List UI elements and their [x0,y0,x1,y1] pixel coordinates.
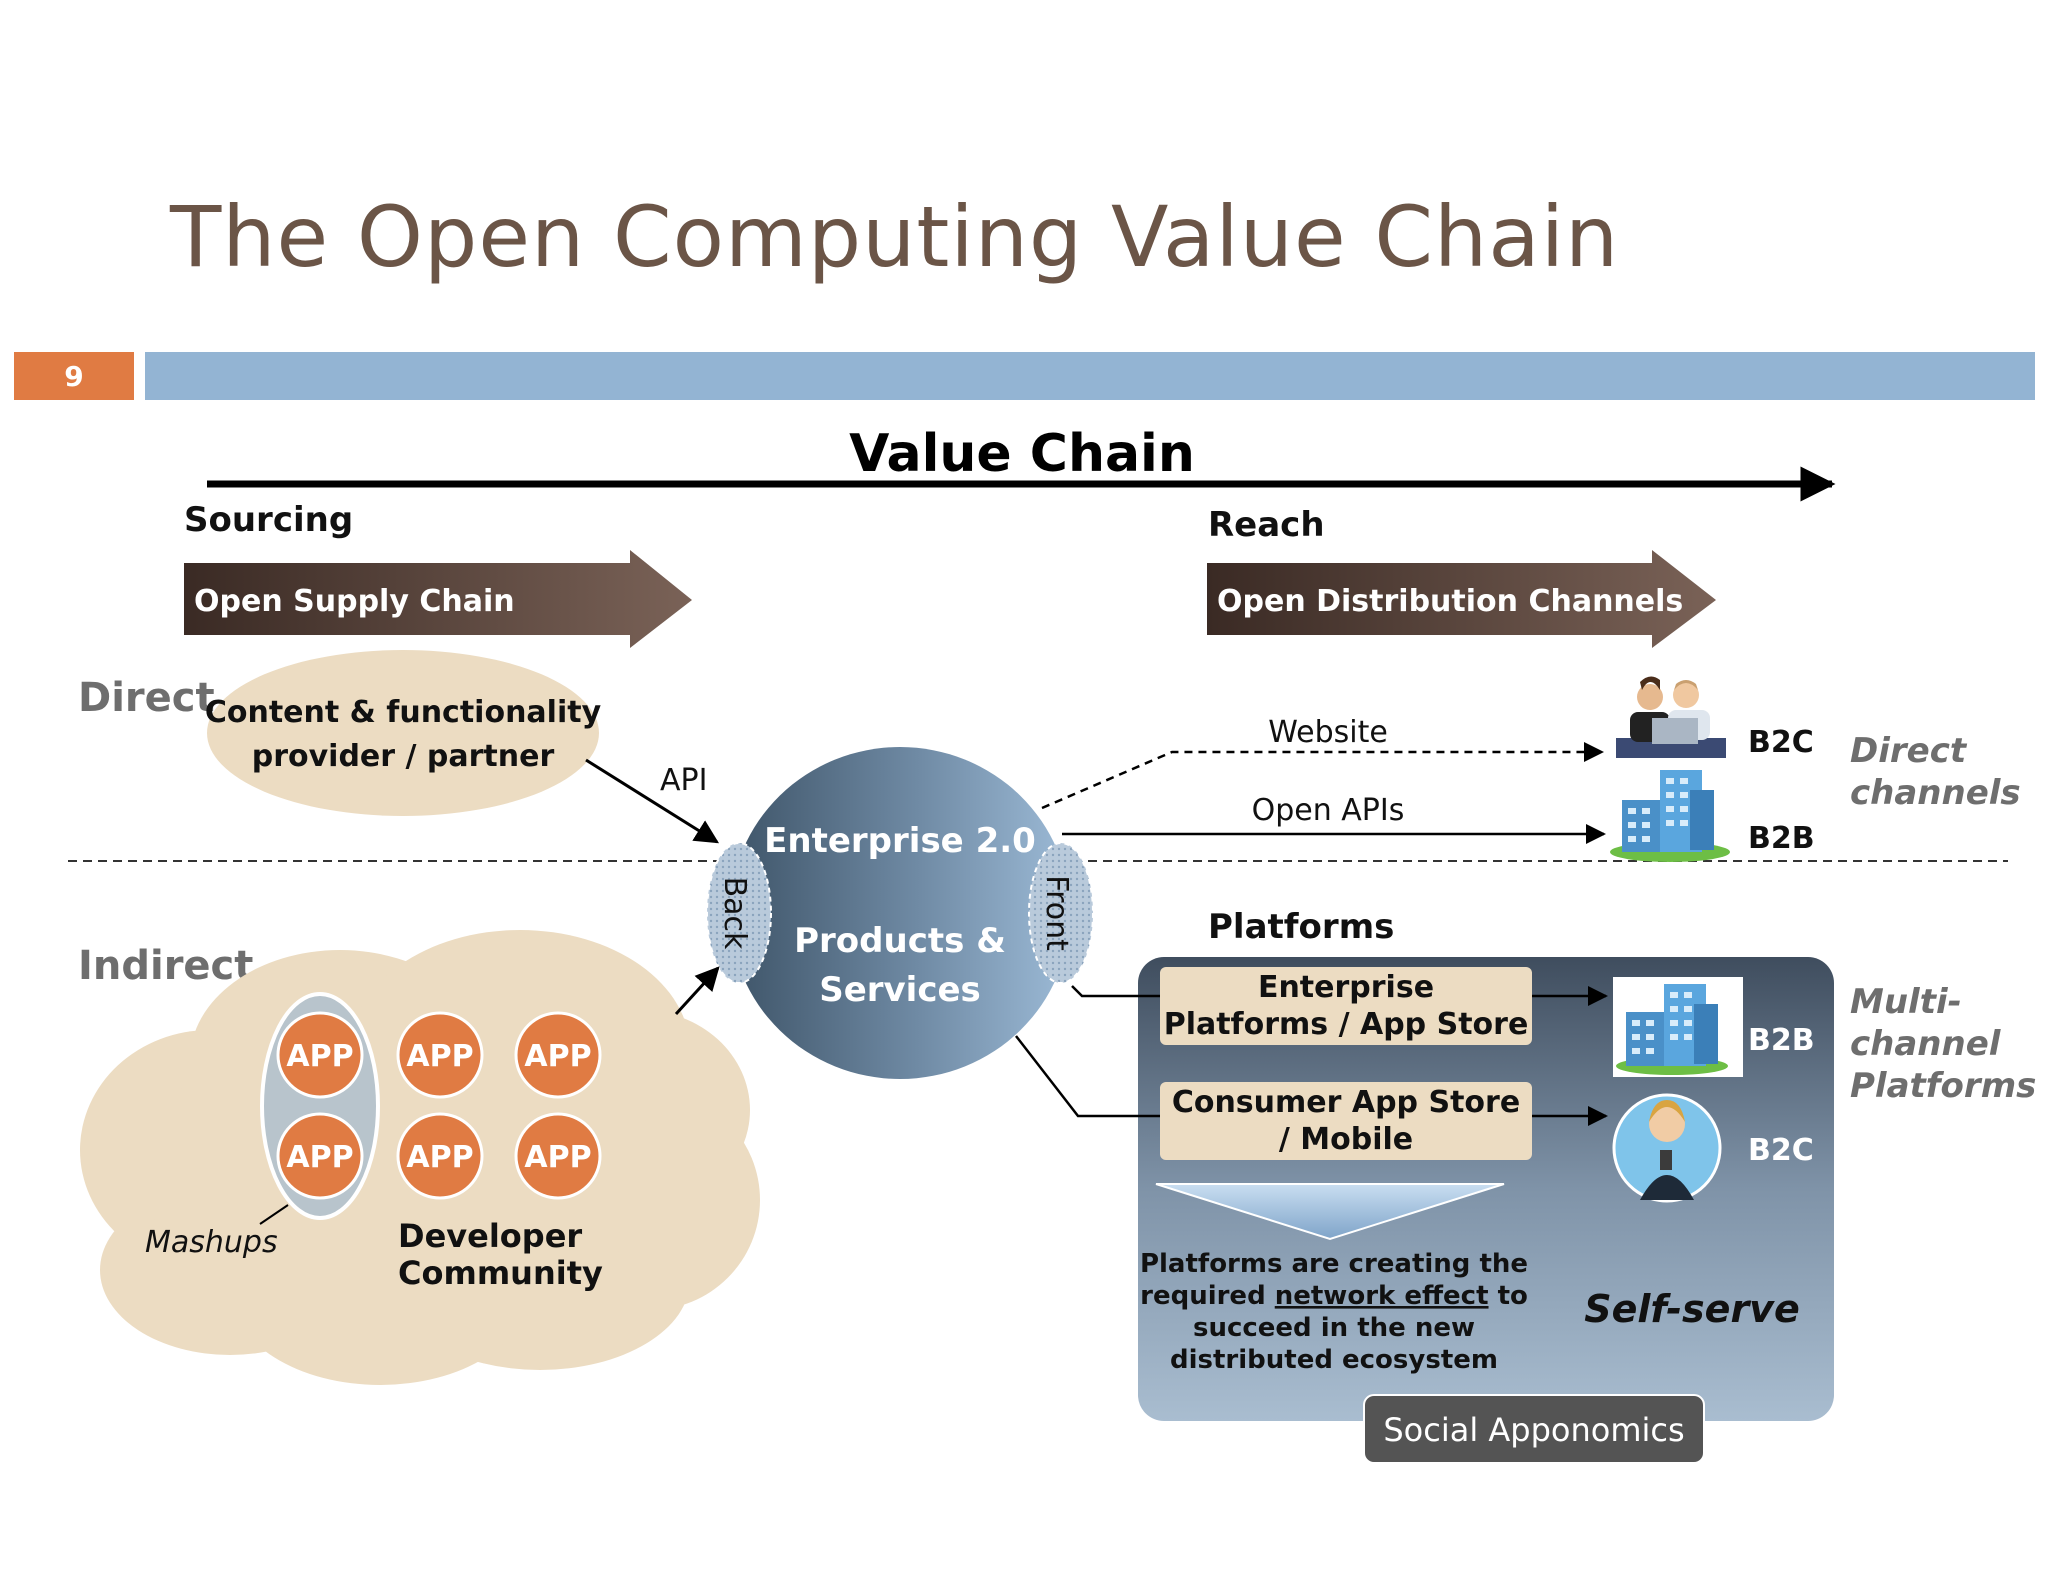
app-icon [276,1112,364,1200]
app-label: APP [524,1140,591,1175]
enterprise-title: Enterprise 2.0 [764,821,1036,861]
mashups-label: Mashups [145,1225,278,1260]
platform-b2b-label: B2B [1748,1023,1815,1058]
enterprise-platforms-line1: Enterprise [1258,970,1434,1005]
network-effect-triangle [1155,1183,1505,1241]
consumer-app-store-line1: Consumer App Store [1172,1085,1520,1120]
mashup-pointer [259,1204,289,1225]
indirect-row-label: Indirect [78,943,253,989]
supply-chain-label: Open Supply Chain [194,584,515,619]
app-icon [514,1011,602,1099]
note-line1: Platforms are creating the [1140,1249,1528,1279]
api-arrow [585,758,720,844]
slide-title: The Open Computing Value Chain [170,188,1620,286]
enterprise-line1: Products & [794,921,1006,961]
value-chain-label: Value Chain [849,424,1195,484]
building-icon [1610,770,1730,862]
app-label: APP [524,1039,591,1074]
open-apis-label: Open APIs [1252,793,1405,828]
multichannel-line2: channel [1850,1024,2002,1064]
multichannel-line1: Multi- [1850,982,1962,1022]
website-label: Website [1268,715,1388,750]
consumer-app-store-line2: / Mobile [1279,1122,1413,1157]
business-people-icon [1616,676,1726,758]
page-number: 9 [14,352,134,400]
community-label-line1: Developer [398,1217,582,1255]
platforms-heading: Platforms [1208,907,1394,947]
website-link [1041,742,1604,810]
back-tab [706,842,772,984]
app-icon [396,1112,484,1200]
community-to-enterprise-arrow [674,966,720,1016]
header-bar [145,352,2035,400]
direct-b2c-label: B2C [1748,725,1814,760]
app-label: APP [286,1140,353,1175]
note-line3: succeed in the new [1193,1313,1475,1343]
distribution-arrow [1207,550,1716,648]
provider-ellipse [207,650,599,816]
front-tab [1028,842,1094,984]
distribution-label: Open Distribution Channels [1217,584,1683,619]
front-to-consumer-store [1015,1035,1160,1118]
community-label-line2: Community [398,1254,603,1292]
supply-chain-arrow [184,550,692,648]
front-to-enterprise-platforms [1071,985,1160,998]
network-effect-text: network effect [1275,1281,1489,1311]
app-icon [514,1112,602,1200]
sourcing-label: Sourcing [184,500,353,540]
platform-building-icon [1613,977,1743,1077]
platform-b2c-label: B2C [1748,1133,1814,1168]
direct-b2b-label: B2B [1748,821,1815,856]
back-label: Back [717,877,752,950]
reach-label: Reach [1208,505,1325,545]
api-label: API [660,763,707,798]
enterprise-circle [730,747,1070,1079]
app-label: APP [286,1039,353,1074]
app-icon [396,1011,484,1099]
enterprise-platforms-box [1160,967,1532,1045]
provider-label-line2: provider / partner [252,739,555,774]
front-label: Front [1039,875,1074,951]
social-apponomics-label: Social Apponomics [1383,1411,1684,1449]
self-serve-label: Self-serve [1584,1287,1799,1331]
social-apponomics-tab [1363,1394,1705,1464]
enterprise-line2: Services [819,970,981,1010]
app-icon [276,1011,364,1099]
direct-row-label: Direct [78,675,215,721]
direct-channels-line2: channels [1850,773,2021,813]
enterprise-platforms-line2: Platforms / App Store [1164,1007,1529,1042]
direct-channels-line1: Direct [1850,731,1968,771]
app-label: APP [406,1039,473,1074]
mobile-user-icon [1612,1093,1722,1203]
note-line2: required network effect to [1140,1281,1528,1311]
app-label: APP [406,1140,473,1175]
note-line4: distributed ecosystem [1170,1345,1498,1375]
provider-label-line1: Content & functionality [205,695,602,730]
multichannel-line3: Platforms [1850,1066,2036,1106]
consumer-app-store-box [1160,1082,1532,1160]
